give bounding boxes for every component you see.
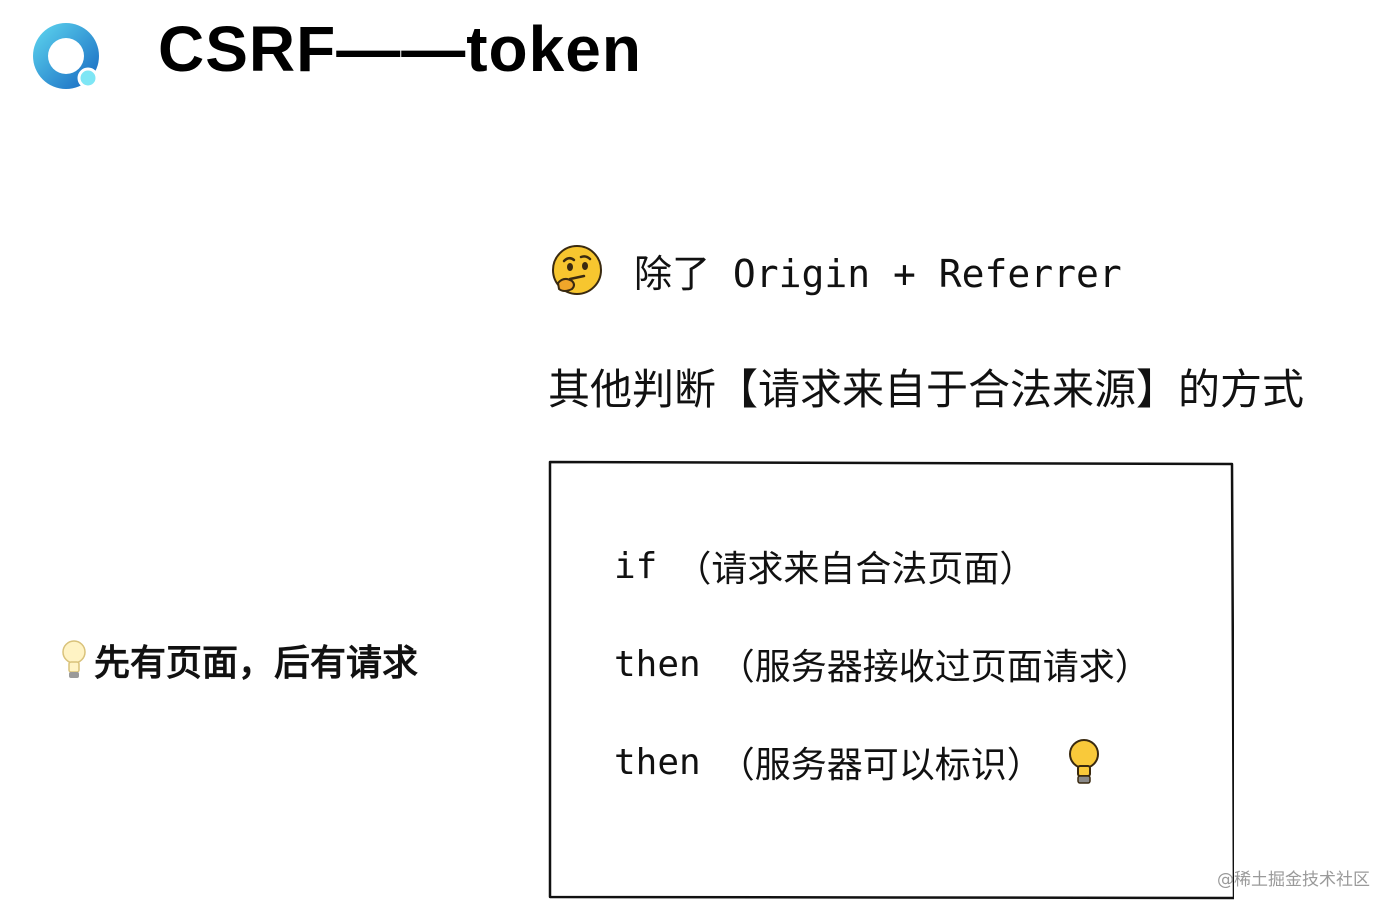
logic-keyword: then xyxy=(614,643,701,685)
subtitle-row: 除了 Origin + Referrer xyxy=(550,240,1122,300)
side-note: 先有页面，后有请求 xyxy=(60,634,418,686)
app-logo-icon xyxy=(32,22,102,92)
lightbulb-icon xyxy=(62,640,86,678)
lightbulb-icon xyxy=(1068,739,1099,784)
subtitle-text: 除了 Origin + Referrer xyxy=(634,251,1122,296)
logic-condition: （服务器接收过页面请求） xyxy=(718,647,1151,688)
logic-line-then-1: then （服务器接收过页面请求） xyxy=(614,638,1151,690)
page-title: CSRF——token xyxy=(158,13,642,85)
logic-condition: （请求来自合法页面） xyxy=(675,549,1036,590)
logic-keyword: if xyxy=(614,545,658,587)
question-text: 其他判断【请求来自于合法来源】的方式 xyxy=(548,365,1305,414)
logic-condition: （服务器可以标识） xyxy=(718,745,1043,786)
side-note-text: 先有页面，后有请求 xyxy=(94,643,419,684)
logic-keyword: then xyxy=(614,741,701,783)
logic-box: if （请求来自合法页面） then （服务器接收过页面请求） then （服务… xyxy=(548,460,1234,900)
watermark: @稀土掘金技术社区 xyxy=(1217,870,1370,890)
logic-line-then-2: then （服务器可以标识） xyxy=(614,736,1101,788)
thinking-face-icon xyxy=(552,245,602,295)
logic-line-if: if （请求来自合法页面） xyxy=(614,540,1035,592)
